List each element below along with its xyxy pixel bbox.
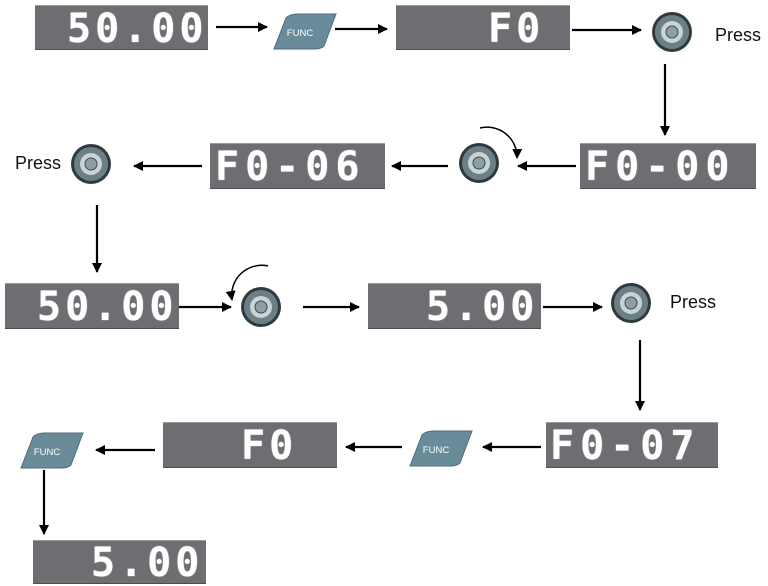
display-3-value: F0-06 — [215, 144, 366, 190]
press-label-2: Press — [15, 153, 62, 173]
display-9-value: 5.00 — [91, 540, 204, 586]
display-1: 50.00 Hz — [35, 5, 208, 50]
display-1-unit: Hz — [185, 13, 193, 19]
knob-3[interactable] — [610, 282, 652, 324]
press-label-1: Press — [715, 25, 762, 45]
display-5-unit: Hz — [159, 291, 167, 297]
knob-rotate-clockwise[interactable] — [458, 142, 500, 184]
func-key-3-label: FUNC — [34, 447, 61, 458]
display-4-value: F0-00 — [585, 144, 736, 190]
rotate-clockwise-arrow — [479, 126, 523, 159]
display-6: 5.00 Hz — [368, 283, 541, 329]
display-1-value: 50.00 — [67, 6, 208, 52]
func-key-3[interactable]: FUNC — [19, 431, 85, 469]
display-9: 5.00 Hz — [33, 540, 206, 584]
display-4: F0-00 — [580, 143, 756, 189]
display-5: 50.00 Hz — [5, 283, 179, 329]
knob-1[interactable] — [651, 11, 693, 53]
display-8-value: F0-07 — [550, 423, 701, 469]
press-label-3: Press — [670, 292, 717, 312]
display-2-value: F0 — [488, 6, 545, 52]
display-6-unit: Hz — [518, 291, 526, 297]
display-5-value: 50.00 — [37, 284, 178, 330]
display-9-unit: Hz — [183, 547, 191, 553]
display-2: F0 — [396, 5, 570, 50]
func-key-2-label: FUNC — [423, 445, 450, 456]
rotate-counterclockwise-arrow — [225, 264, 269, 301]
display-7: F0 — [163, 422, 337, 468]
display-8: F0-07 — [546, 422, 718, 468]
func-key-1[interactable]: FUNC — [272, 12, 338, 50]
display-7-value: F0 — [241, 423, 298, 469]
func-key-2[interactable]: FUNC — [408, 429, 474, 467]
display-3: F0-06 — [210, 143, 385, 189]
knob-2[interactable] — [70, 143, 112, 185]
knob-rotate-counterclockwise[interactable] — [240, 286, 282, 328]
func-key-1-label: FUNC — [287, 28, 314, 39]
display-6-value: 5.00 — [426, 284, 539, 330]
